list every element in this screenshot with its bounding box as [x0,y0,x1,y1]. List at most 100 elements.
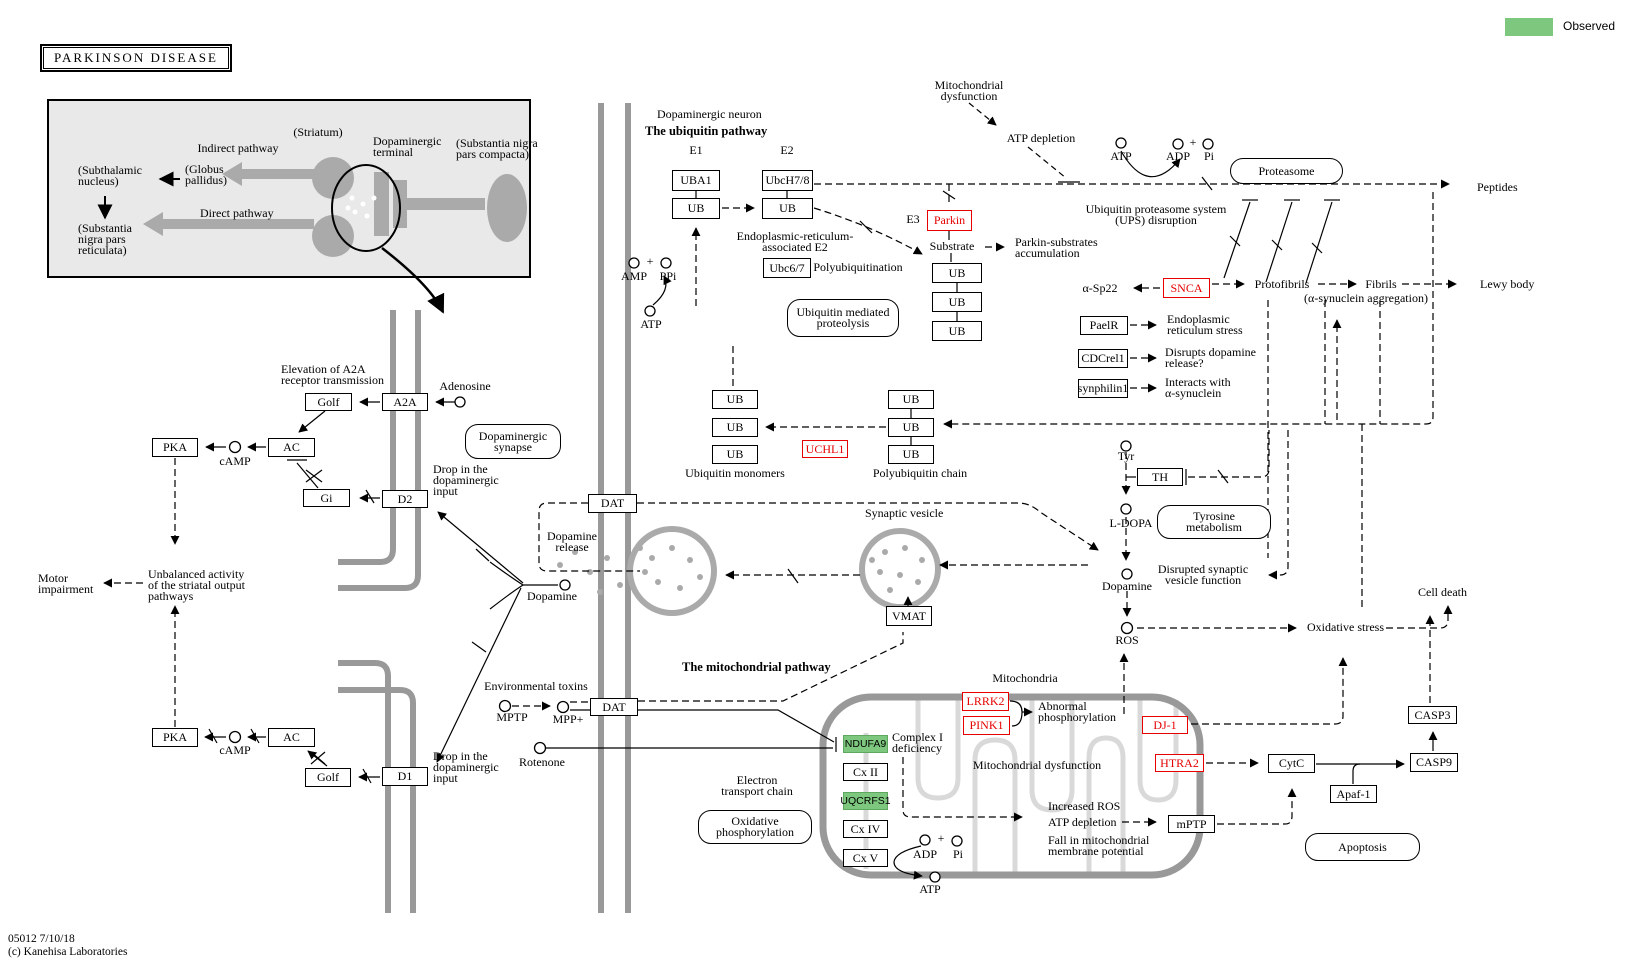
gene-box-cx4[interactable]: Cx IV [843,820,888,838]
adp-label-2: ADP [912,847,938,861]
gene-box-golf-2[interactable]: Golf [305,768,351,787]
gene-box-pka-1[interactable]: PKA [152,438,198,457]
gene-box-uba1[interactable]: UBA1 [672,170,720,191]
inset-snpc-label: (Substantia nigra pars compacta) [456,136,538,161]
gene-box-snca[interactable]: SNCA [1163,278,1210,298]
alpha-sp22-label: α-Sp22 [1082,281,1118,295]
e3-label: E3 [906,212,920,226]
gene-box-ub-p1[interactable]: UB [888,390,934,409]
gene-box-pink1[interactable]: PINK1 [963,716,1010,735]
gene-box-cx5[interactable]: Cx V [843,849,888,867]
polyubiquitin-chain-label: Polyubiquitin chain [872,466,968,480]
polyubiquitination-label: Polyubiquitination [813,260,903,274]
gene-box-th[interactable]: TH [1137,468,1183,486]
pathway-link-oxidative-phosphorylation[interactable]: Oxidative phosphorylation [698,810,812,844]
inset-subthalamic-label: (Subthalamic nucleus) [78,163,142,188]
gene-box-htra2[interactable]: HTRA2 [1155,754,1204,772]
inset-indirect-label: Indirect pathway [197,141,279,155]
gene-box-ub-m1[interactable]: UB [712,390,758,409]
gene-box-ubch78[interactable]: UbcH7/8 [762,170,813,191]
atp-label-2: ATP [1110,149,1132,163]
gene-box-ac-1[interactable]: AC [268,438,315,457]
gene-box-d2[interactable]: D2 [382,490,428,508]
gene-box-ub-e1[interactable]: UB [672,198,720,219]
peptides-label: Peptides [1477,180,1518,194]
motor-impairment-label: Motor impairment [38,571,94,596]
gene-box-cdcrel1[interactable]: CDCrel1 [1078,349,1128,368]
gene-box-a2a[interactable]: A2A [382,393,428,411]
cross-marks [787,176,1229,584]
ppi-label: PPi [659,269,677,283]
gene-box-paelr[interactable]: PaelR [1080,316,1128,335]
l-dopa-label: L-DOPA [1109,516,1153,530]
abnormal-phosphorylation-label: Abnormal phosphorylation [1038,699,1116,724]
drop-input-d2-label: Drop in the dopaminergic input [433,462,499,498]
observed-legend-label: Observed [1563,19,1616,33]
gene-box-cytc[interactable]: CytC [1268,754,1315,773]
gene-box-golf-1[interactable]: Golf [305,393,352,411]
pathway-link-dopaminergic-synapse[interactable]: Dopaminergic synapse [465,424,561,459]
disrupts-dopamine-label: Disrupts dopamine release? [1165,345,1256,370]
gene-box-uqcrfs1[interactable]: UQCRFS1 [840,792,891,810]
gene-box-casp3[interactable]: CASP3 [1408,706,1457,724]
gene-box-cx2[interactable]: Cx II [843,763,888,781]
gene-box-ub-s2[interactable]: UB [932,292,982,312]
atp-depletion-top-label: ATP depletion [1006,131,1076,145]
gene-box-parkin[interactable]: Parkin [927,210,972,231]
inset-snpr-label: (Substantia nigra pars reticulata) [78,221,132,257]
increased-ros-label: Increased ROS [1048,799,1121,813]
pathway-link-proteasome[interactable]: Proteasome [1230,158,1343,184]
gene-box-ub-p3[interactable]: UB [888,445,934,464]
inset-globus-label: (Globus pallidus) [185,162,227,187]
pathway-link-tyrosine-metabolism[interactable]: Tyrosine metabolism [1157,505,1271,539]
e1-label: E1 [689,143,703,157]
gene-box-dat-2[interactable]: DAT [590,698,638,716]
gene-box-vmat[interactable]: VMAT [886,606,932,626]
gene-box-pka-2[interactable]: PKA [152,728,198,747]
complex1-deficiency-label: Complex I deficiency [892,730,943,755]
adenosine-label: Adenosine [439,379,491,393]
gene-box-ub-m3[interactable]: UB [712,445,758,464]
adp-label-1: ADP [1165,149,1191,163]
footer-credit: 05012 7/10/18 (c) Kanehisa Laboratories [8,933,128,958]
alpha-synuclein-aggregation-label: (α-synuclein aggregation) [1304,291,1428,305]
gene-box-apaf1[interactable]: Apaf-1 [1330,785,1377,803]
fibrils-label: Fibrils [1365,277,1397,291]
inset-direct-label: Direct pathway [200,206,274,220]
gene-box-ub-p2[interactable]: UB [888,418,934,437]
plus-sign-2: + [1189,135,1197,149]
gene-box-ndufa9[interactable]: NDUFA9 [843,735,888,753]
dopaminergic-neuron-label: Dopaminergic neuron [657,107,762,121]
pathway-link-apoptosis[interactable]: Apoptosis [1305,833,1420,861]
plus-sign-1: + [646,254,654,268]
gene-box-ub-m2[interactable]: UB [712,418,758,437]
gene-box-d1[interactable]: D1 [382,767,428,786]
gene-box-ub-e2[interactable]: UB [762,198,813,219]
gene-box-synphilin1[interactable]: synphilin1 [1078,379,1128,398]
atp-label-1: ATP [640,317,662,331]
pi-label-2: Pi [952,847,964,861]
mitochondrial-dysfunction-label: Mitochondrial dysfunction [972,758,1102,772]
gene-box-gi[interactable]: Gi [303,489,350,507]
drop-input-d1-label: Drop in the dopaminergic input [433,749,499,785]
solid-connectors [204,102,1438,880]
gene-box-ubc67[interactable]: Ubc6/7 [763,258,811,278]
gene-box-casp9[interactable]: CASP9 [1410,753,1458,772]
gene-box-dj1[interactable]: DJ-1 [1142,716,1188,734]
gene-box-uchl1[interactable]: UCHL1 [802,440,848,458]
electron-transport-chain-label: Electron transport chain [721,773,793,798]
gene-box-mptp-pore[interactable]: mPTP [1168,815,1215,833]
gene-box-ub-s1[interactable]: UB [932,263,982,283]
pathway-link-ubiquitin-proteolysis[interactable]: Ubiquitin mediated proteolysis [787,299,899,337]
observed-legend-swatch [1505,18,1553,36]
vesicle-graphics [557,526,941,616]
gene-box-lrrk2[interactable]: LRRK2 [962,692,1009,711]
er-associated-e2-label: Endoplasmic-reticulum- associated E2 [736,229,854,254]
gene-box-dat-1[interactable]: DAT [588,494,637,513]
gene-box-ac-2[interactable]: AC [268,728,315,747]
e2-label: E2 [780,143,794,157]
gene-box-ub-s3[interactable]: UB [932,321,982,341]
dashed-connectors [103,179,1457,827]
camp-label-2: cAMP [219,743,251,757]
